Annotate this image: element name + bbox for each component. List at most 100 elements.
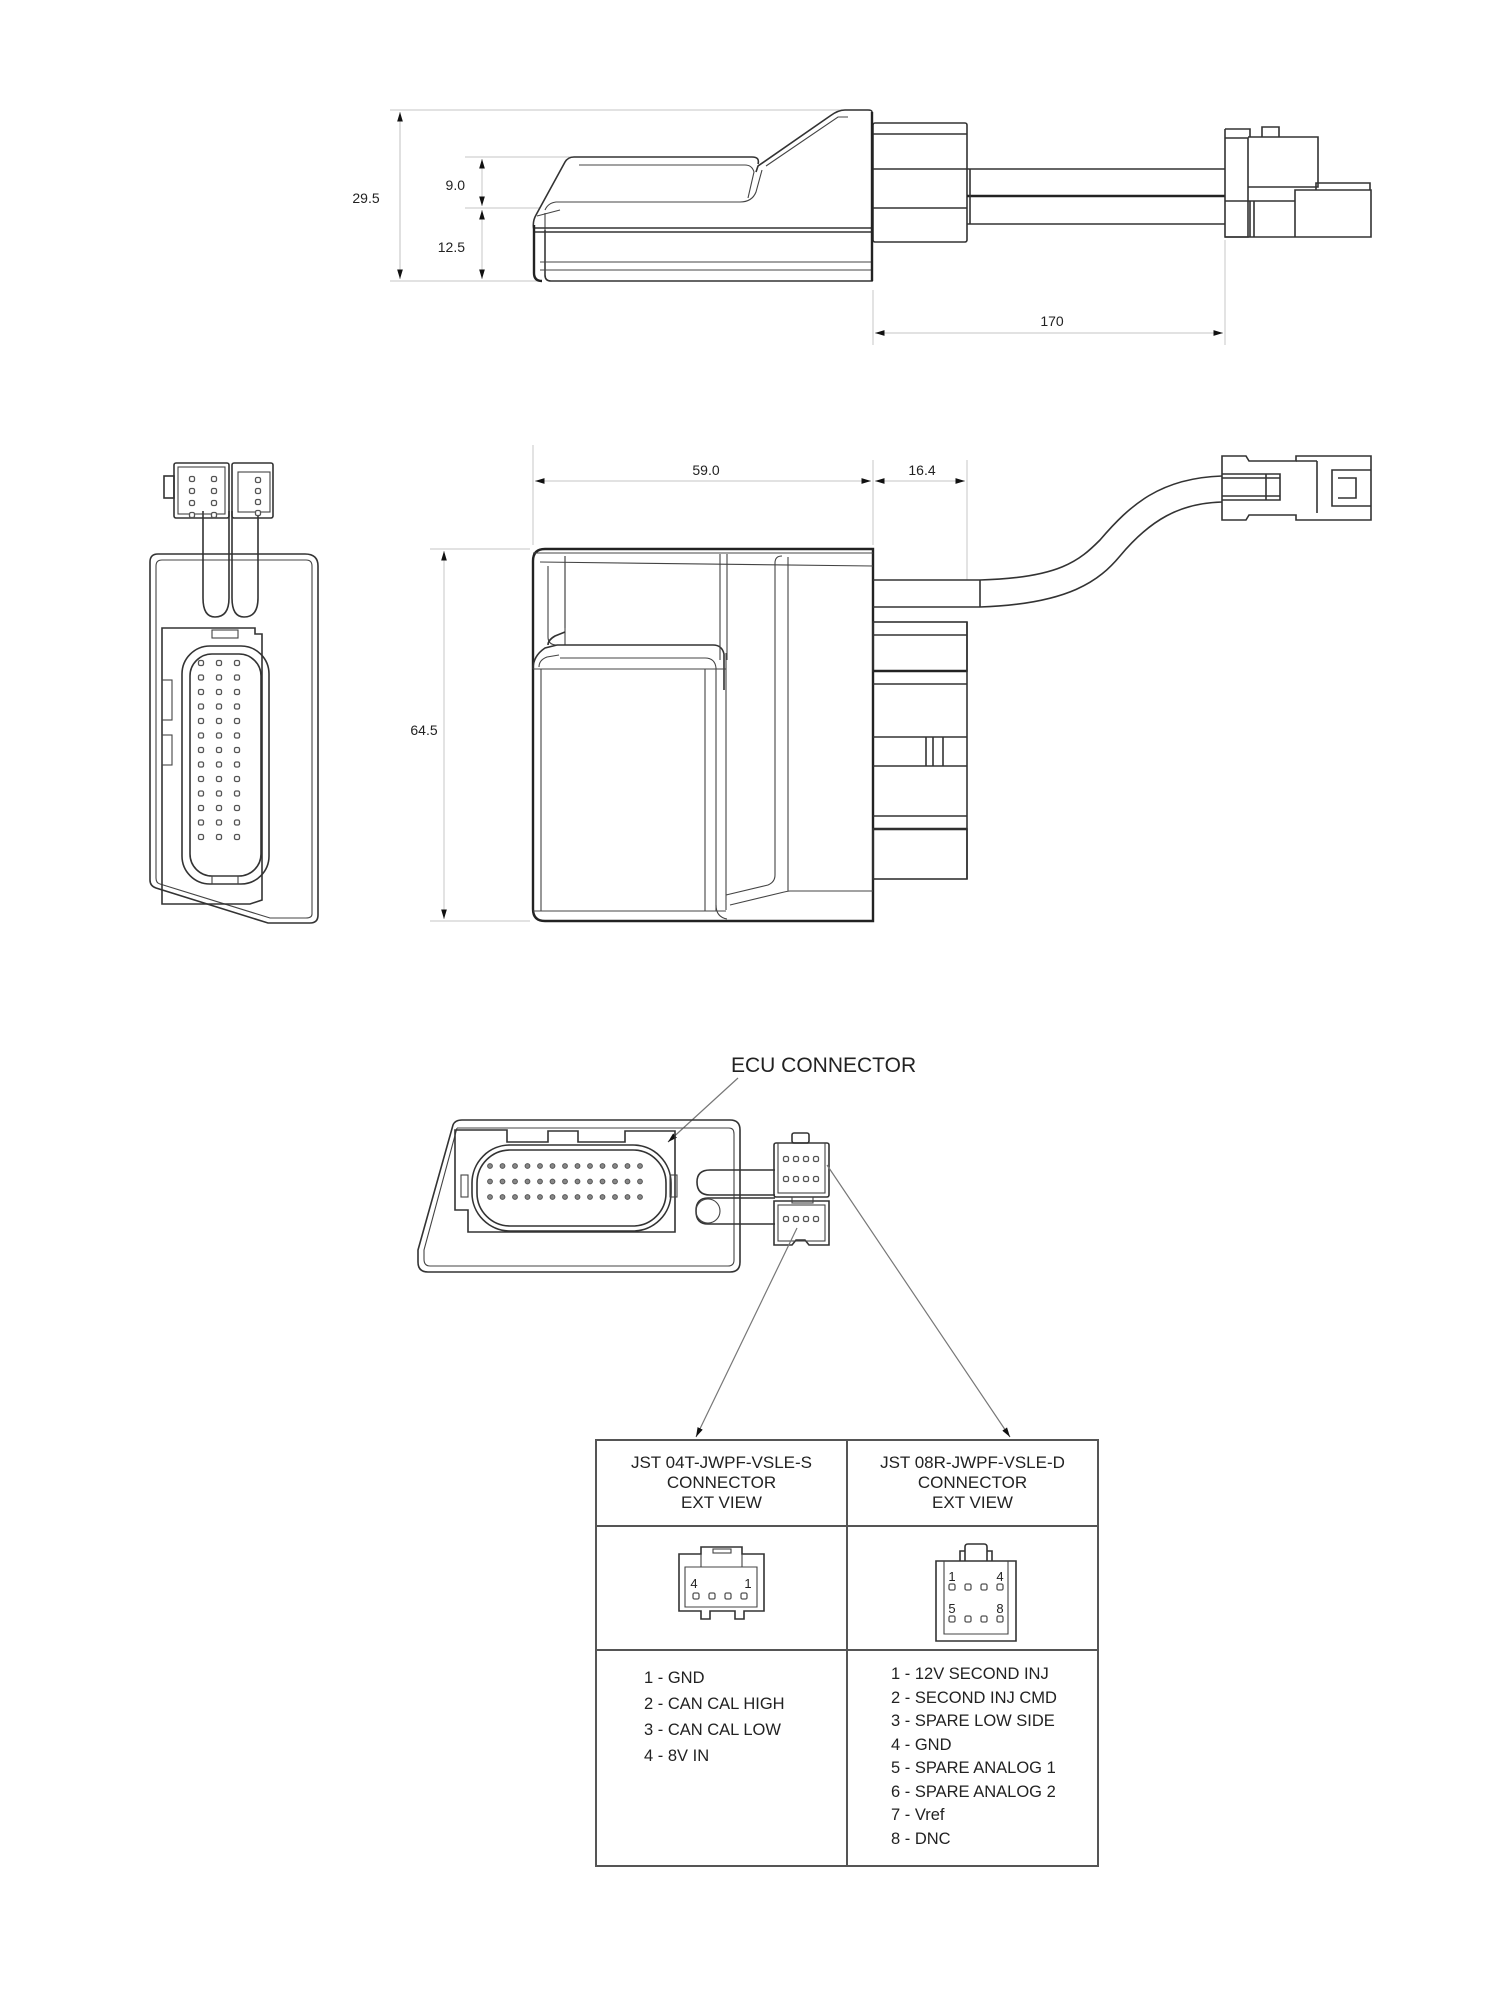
pin xyxy=(188,511,196,519)
svg-text:16.4: 16.4 xyxy=(908,462,935,478)
pin-entry: 1 - GND xyxy=(644,1669,705,1687)
svg-text:1: 1 xyxy=(744,1576,751,1591)
pin xyxy=(537,1194,543,1200)
pin xyxy=(499,1163,506,1169)
pin xyxy=(188,475,196,483)
pin xyxy=(215,717,223,725)
connector-pinout-table: JST 04T-JWPF-VSLE-S CONNECTOR EXT VIEW J… xyxy=(595,1439,1099,1867)
svg-text:64.5: 64.5 xyxy=(410,722,437,738)
ecu-connector-view: ECU CONNECTOR xyxy=(417,1054,1011,1438)
pin xyxy=(197,703,205,710)
pin xyxy=(233,775,241,783)
pin xyxy=(948,1615,956,1623)
svg-text:5: 5 xyxy=(948,1601,955,1616)
pin xyxy=(782,1155,790,1163)
pin xyxy=(612,1163,618,1169)
pin xyxy=(574,1163,581,1169)
pin xyxy=(812,1155,820,1163)
pin xyxy=(197,732,205,739)
pin xyxy=(964,1615,972,1623)
pin xyxy=(197,804,205,812)
connector-8pin-icon: 1 4 5 8 xyxy=(935,1543,1017,1642)
pin xyxy=(210,475,218,483)
dimension-body-height: 64.5 xyxy=(410,551,447,919)
pin-entry: 6 - SPARE ANALOG 2 xyxy=(891,1782,1056,1801)
pin xyxy=(782,1175,790,1183)
pin xyxy=(188,499,196,507)
connector-4pin-diagram: 4 1 xyxy=(595,1525,848,1651)
pin xyxy=(692,1592,700,1600)
pin xyxy=(948,1583,956,1591)
pin-entry: 2 - SECOND INJ CMD xyxy=(891,1688,1057,1707)
pin xyxy=(197,790,205,797)
pin xyxy=(487,1178,493,1185)
pin xyxy=(254,509,262,517)
pin xyxy=(980,1583,988,1591)
front-view: 59.0 16.4 64.5 xyxy=(410,445,1372,923)
pin xyxy=(215,688,223,696)
pin xyxy=(215,833,223,841)
pin xyxy=(599,1178,606,1185)
pin xyxy=(574,1178,581,1185)
pin xyxy=(524,1163,531,1169)
pin xyxy=(215,761,223,768)
pin-entry: 2 - CAN CAL HIGH xyxy=(644,1695,785,1713)
svg-text:4: 4 xyxy=(996,1569,1003,1584)
side-view-connector-pins xyxy=(188,475,262,519)
pin xyxy=(512,1194,518,1200)
pin xyxy=(574,1194,581,1200)
pin xyxy=(562,1163,568,1169)
pin xyxy=(996,1583,1004,1591)
pin xyxy=(562,1178,568,1185)
pin xyxy=(612,1194,618,1200)
pin xyxy=(197,819,205,826)
pin xyxy=(549,1178,556,1185)
pin xyxy=(964,1583,972,1591)
pin xyxy=(233,833,241,841)
pin xyxy=(487,1194,493,1200)
pin xyxy=(537,1163,543,1169)
ecu-connector-label: ECU CONNECTOR xyxy=(731,1054,916,1077)
dimension-connector-protrusion: 16.4 xyxy=(875,462,965,484)
pin xyxy=(549,1163,556,1169)
pin xyxy=(524,1194,531,1200)
pin-entry: 3 - SPARE LOW SIDE xyxy=(891,1712,1055,1730)
pin xyxy=(254,498,262,506)
pin xyxy=(812,1215,820,1223)
pin xyxy=(233,804,241,812)
pin xyxy=(215,804,223,812)
pin xyxy=(210,487,218,495)
svg-text:1: 1 xyxy=(948,1569,955,1584)
pin xyxy=(197,746,205,754)
svg-text:8: 8 xyxy=(996,1601,1003,1616)
svg-text:170: 170 xyxy=(1040,313,1064,329)
pin xyxy=(233,659,241,667)
pin xyxy=(708,1592,716,1600)
pin-entry: 4 - GND xyxy=(891,1735,952,1754)
pin xyxy=(215,746,223,754)
pin xyxy=(215,775,223,783)
pin xyxy=(215,790,223,797)
pin xyxy=(233,717,241,725)
pin xyxy=(233,674,241,681)
connector-4pin-pinout: 1 - GND 2 - CAN CAL HIGH 3 - CAN CAL LOW… xyxy=(595,1649,848,1867)
pin xyxy=(487,1163,493,1169)
pin xyxy=(188,487,196,495)
pin xyxy=(499,1194,506,1200)
pin xyxy=(215,732,223,739)
pin-entry: 5 - SPARE ANALOG 1 xyxy=(891,1759,1056,1777)
pin xyxy=(215,819,223,826)
pin xyxy=(233,746,241,754)
pin xyxy=(792,1175,800,1183)
pin xyxy=(562,1194,568,1200)
dimension-upper-step: 9.0 xyxy=(446,159,485,206)
pin xyxy=(197,674,205,681)
pin xyxy=(599,1194,606,1200)
dimension-lower-step: 12.5 xyxy=(438,210,485,279)
pin-entry: 8 - DNC xyxy=(891,1829,951,1848)
pin xyxy=(215,659,223,667)
connector-8pin-diagram: 1 4 5 8 xyxy=(846,1525,1099,1651)
pin xyxy=(637,1163,643,1169)
dimension-body-width: 59.0 xyxy=(535,462,871,484)
